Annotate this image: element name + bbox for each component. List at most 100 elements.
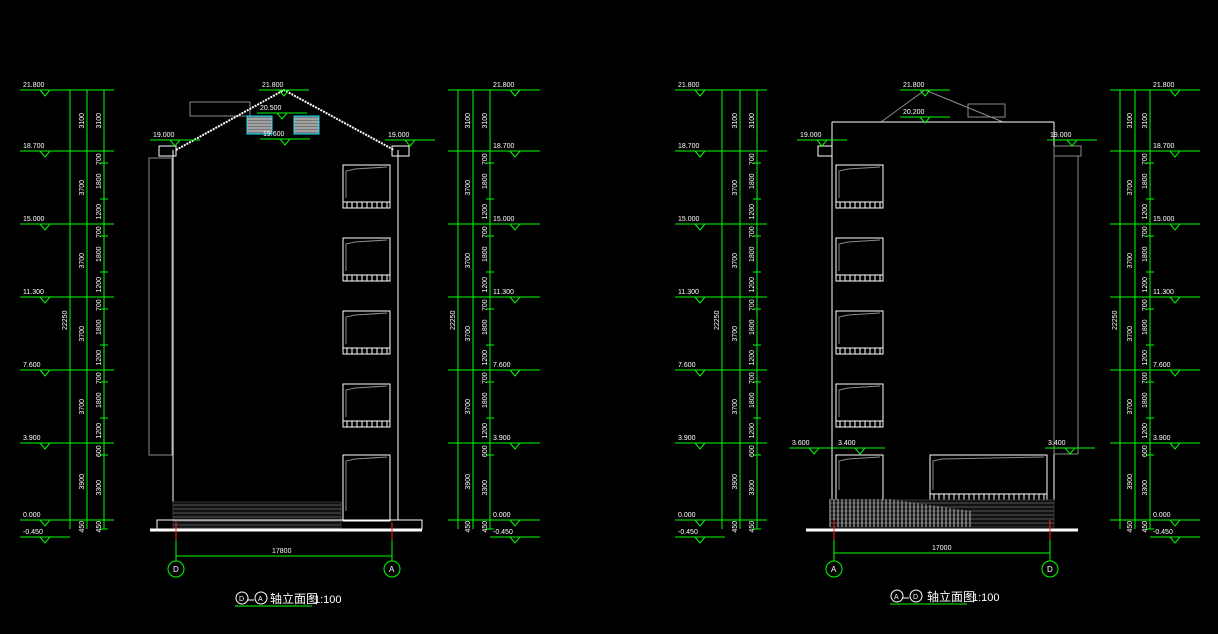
dimension-text: 450: [465, 521, 472, 533]
window-frame: [838, 239, 881, 271]
level-triangle-icon: [1168, 223, 1182, 231]
level-triangle-icon: [508, 150, 522, 158]
dimension-text: 700: [482, 226, 489, 238]
dimension-text: 700: [1142, 299, 1149, 311]
dimension-text: 600: [482, 445, 489, 457]
dimension-text: 1200: [749, 423, 756, 439]
dimension-text: 700: [1142, 372, 1149, 384]
dimension-text: 3300: [749, 480, 756, 496]
level-label: 11.300: [23, 289, 44, 296]
level-triangle-icon: [508, 536, 522, 544]
level-label: 7.600: [678, 362, 696, 369]
level-triangle-icon: [38, 296, 52, 304]
dimension-text: 1800: [749, 246, 756, 262]
dimension-text: 1200: [96, 423, 103, 439]
title-bubble: [254, 591, 268, 605]
level-triangle-icon: [1065, 139, 1079, 147]
dimension-text: 1800: [1142, 246, 1149, 262]
level-triangle-icon: [693, 369, 707, 377]
level-triangle-icon: [918, 116, 932, 124]
level-triangle-icon: [403, 139, 417, 147]
elevation-a-d: 21.80018.70015.00011.3007.6003.9000.000-…: [675, 82, 1200, 605]
level-label: 3.900: [1153, 435, 1171, 442]
overall-dimension-text: 22250: [1112, 310, 1119, 330]
gable-roof: [175, 88, 395, 151]
window-frame: [345, 166, 388, 198]
window-frame: [345, 312, 388, 344]
side-wall: [1053, 155, 1079, 455]
roof-overhang: [967, 103, 1006, 118]
window-frame: [838, 312, 881, 344]
level-label: 20.500: [260, 105, 282, 112]
dimension-text: 600: [749, 445, 756, 457]
level-triangle-icon: [275, 112, 289, 120]
dimension-text: 3700: [732, 253, 739, 269]
dimension-text: 450: [1127, 521, 1134, 533]
window: [929, 454, 1048, 501]
brick-base: [172, 501, 342, 529]
dimension-text: 450: [79, 521, 86, 533]
elevation-d-a: 21.80018.70015.00011.3007.6003.9000.000-…: [20, 82, 540, 607]
level-label: 19.000: [153, 132, 175, 139]
title-right-text: 轴立面图: [927, 589, 975, 604]
dimension-text: 3700: [79, 399, 86, 415]
width-dimension-text: 17000: [932, 545, 952, 552]
dimension-text: 700: [482, 372, 489, 384]
level-label: 19.000: [388, 132, 410, 139]
dimension-text: 1200: [749, 277, 756, 293]
level-triangle-icon: [508, 442, 522, 450]
level-triangle-icon: [693, 223, 707, 231]
axis-label: D: [1047, 565, 1053, 574]
dimension-text: 700: [749, 299, 756, 311]
title-axis: D: [913, 594, 918, 601]
dimension-text: 3700: [1127, 399, 1134, 415]
title-axis: D: [239, 596, 244, 603]
level-label: 11.300: [678, 289, 699, 296]
level-triangle-icon: [807, 447, 821, 455]
dimension-text: 3700: [732, 180, 739, 196]
level-label: 21.800: [23, 82, 45, 89]
level-label: 19.000: [1050, 132, 1072, 139]
level-label: 0.000: [493, 512, 511, 519]
dimension-text: 1800: [96, 319, 103, 335]
dimension-text: 700: [749, 153, 756, 165]
dimension-text: 450: [96, 521, 103, 533]
level-label: 21.800: [1153, 82, 1175, 89]
dimension-text: 3900: [465, 474, 472, 490]
level-label: 3.400: [1048, 440, 1066, 447]
dimension-text: 1200: [96, 277, 103, 293]
window-frame: [345, 456, 388, 511]
level-label: 21.800: [678, 82, 700, 89]
title-left-scale: 1:100: [314, 594, 342, 606]
dimension-text: 1200: [96, 204, 103, 220]
level-triangle-icon: [38, 223, 52, 231]
level-label: 7.600: [1153, 362, 1171, 369]
level-triangle-icon: [693, 442, 707, 450]
level-label: 19.000: [800, 132, 822, 139]
dimension-text: 3700: [465, 399, 472, 415]
level-label: 3.900: [493, 435, 511, 442]
dimension-text: 3700: [79, 253, 86, 269]
level-triangle-icon: [38, 150, 52, 158]
dimension-text: 450: [749, 521, 756, 533]
dimension-text: 3700: [732, 326, 739, 342]
dimension-text: 1800: [482, 319, 489, 335]
level-triangle-icon: [277, 89, 291, 97]
level-triangle-icon: [38, 369, 52, 377]
title-right-scale: 1:100: [972, 592, 1000, 604]
level-triangle-icon: [693, 89, 707, 97]
dimension-text: 700: [96, 153, 103, 165]
axis-bubble: [825, 560, 843, 578]
level-triangle-icon: [38, 89, 52, 97]
level-label: 3.900: [23, 435, 41, 442]
level-label: 18.700: [23, 143, 45, 150]
dimension-text: 700: [749, 226, 756, 238]
dimension-text: 3900: [732, 474, 739, 490]
dimension-text: 1200: [1142, 350, 1149, 366]
level-label: 18.700: [1153, 143, 1175, 150]
window: [835, 454, 884, 501]
overall-dimension-text: 22250: [450, 310, 457, 330]
level-triangle-icon: [853, 447, 867, 455]
eave-left: [158, 145, 177, 157]
